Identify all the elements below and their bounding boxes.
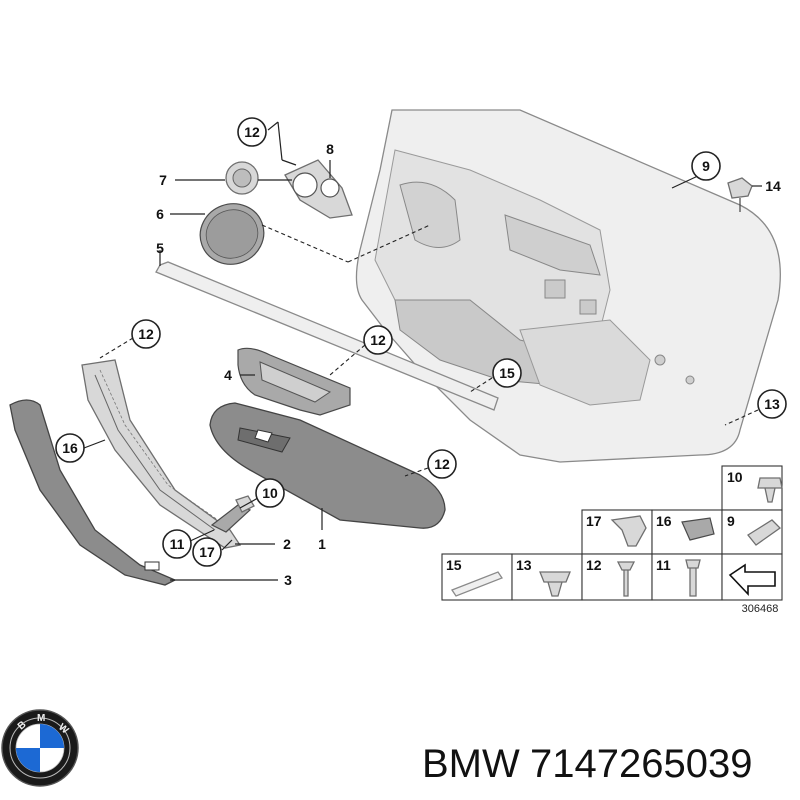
speaker-grille — [199, 203, 265, 265]
callout-11: 11 — [162, 529, 192, 559]
part-number: 7147265039 — [530, 742, 752, 786]
svg-text:11: 11 — [170, 536, 185, 552]
svg-text:12: 12 — [586, 557, 602, 573]
screw-11-icon — [685, 559, 701, 597]
svg-text:9: 9 — [727, 513, 735, 529]
brand-name: BMW — [422, 742, 520, 786]
door-handle — [237, 347, 351, 416]
speaker-cover-small — [225, 161, 259, 195]
svg-text:13: 13 — [764, 396, 780, 412]
push-clip-13-icon — [539, 571, 571, 597]
svg-text:9: 9 — [702, 158, 710, 174]
callout-17: 17 — [192, 537, 222, 567]
svg-text:1: 1 — [318, 536, 326, 552]
callout-6: 6 — [156, 206, 164, 222]
screw-clip-icon — [757, 477, 783, 503]
screw-12-icon — [616, 561, 636, 597]
callout-14: 14 — [765, 178, 781, 194]
callout-12-top: 12 — [237, 117, 267, 147]
callout-1: 1 — [318, 536, 326, 552]
legend-cell-13 — [511, 553, 583, 601]
svg-text:2: 2 — [283, 536, 291, 552]
svg-text:14: 14 — [765, 178, 781, 194]
callout-7: 7 — [159, 172, 167, 188]
svg-text:M: M — [37, 713, 45, 724]
armrest-pin — [210, 495, 255, 533]
trim-strip — [155, 261, 499, 411]
legend-cell-12 — [581, 553, 653, 601]
svg-text:16: 16 — [62, 440, 78, 456]
armrest — [209, 402, 446, 529]
svg-text:15: 15 — [499, 365, 515, 381]
callout-3: 3 — [284, 572, 292, 588]
svg-text:10: 10 — [262, 485, 278, 501]
svg-text:16: 16 — [656, 513, 672, 529]
bmw-roundel-icon: B M W — [1, 709, 79, 787]
svg-text:4: 4 — [224, 367, 232, 383]
leader-lines — [83, 121, 762, 581]
callout-16: 16 — [55, 433, 85, 463]
svg-text:13: 13 — [516, 557, 532, 573]
reference-number: 306468 — [742, 603, 779, 615]
svg-text:12: 12 — [434, 456, 450, 472]
callout-4: 4 — [224, 367, 232, 383]
svg-text:15: 15 — [446, 557, 462, 573]
callout-13: 13 — [757, 389, 787, 419]
svg-text:3: 3 — [284, 572, 292, 588]
panel-clip — [727, 177, 753, 212]
callout-8: 8 — [326, 141, 334, 157]
svg-text:12: 12 — [370, 332, 386, 348]
callout-10: 10 — [255, 478, 285, 508]
callout-12-left: 12 — [131, 319, 161, 349]
direction-arrow-icon — [728, 563, 776, 597]
callout-5: 5 — [156, 240, 164, 256]
svg-text:6: 6 — [156, 206, 164, 222]
callout-2: 2 — [283, 536, 291, 552]
callout-label: 12 — [244, 124, 260, 140]
clip-17-icon — [610, 515, 647, 547]
strip-15-icon — [451, 571, 503, 597]
clip-16-icon — [681, 517, 715, 541]
callout-9: 9 — [691, 151, 721, 181]
door-trim-panel — [355, 109, 781, 463]
svg-text:10: 10 — [727, 469, 743, 485]
svg-text:5: 5 — [156, 240, 164, 256]
svg-text:17: 17 — [199, 544, 215, 560]
callout-12-handle: 12 — [363, 325, 393, 355]
curved-trim — [9, 399, 177, 586]
callout-15: 15 — [492, 358, 522, 388]
svg-text:12: 12 — [138, 326, 154, 342]
svg-text:17: 17 — [586, 513, 602, 529]
clip-9-icon — [747, 519, 782, 546]
fastener-legend: 10 17 16 9 15 13 12 11 306468 — [441, 465, 783, 615]
svg-text:7: 7 — [159, 172, 167, 188]
svg-text:8: 8 — [326, 141, 334, 157]
tweeter-bracket — [284, 159, 353, 219]
armrest-carrier — [81, 359, 242, 549]
callout-12-armrest: 12 — [427, 449, 457, 479]
svg-text:11: 11 — [656, 557, 671, 573]
